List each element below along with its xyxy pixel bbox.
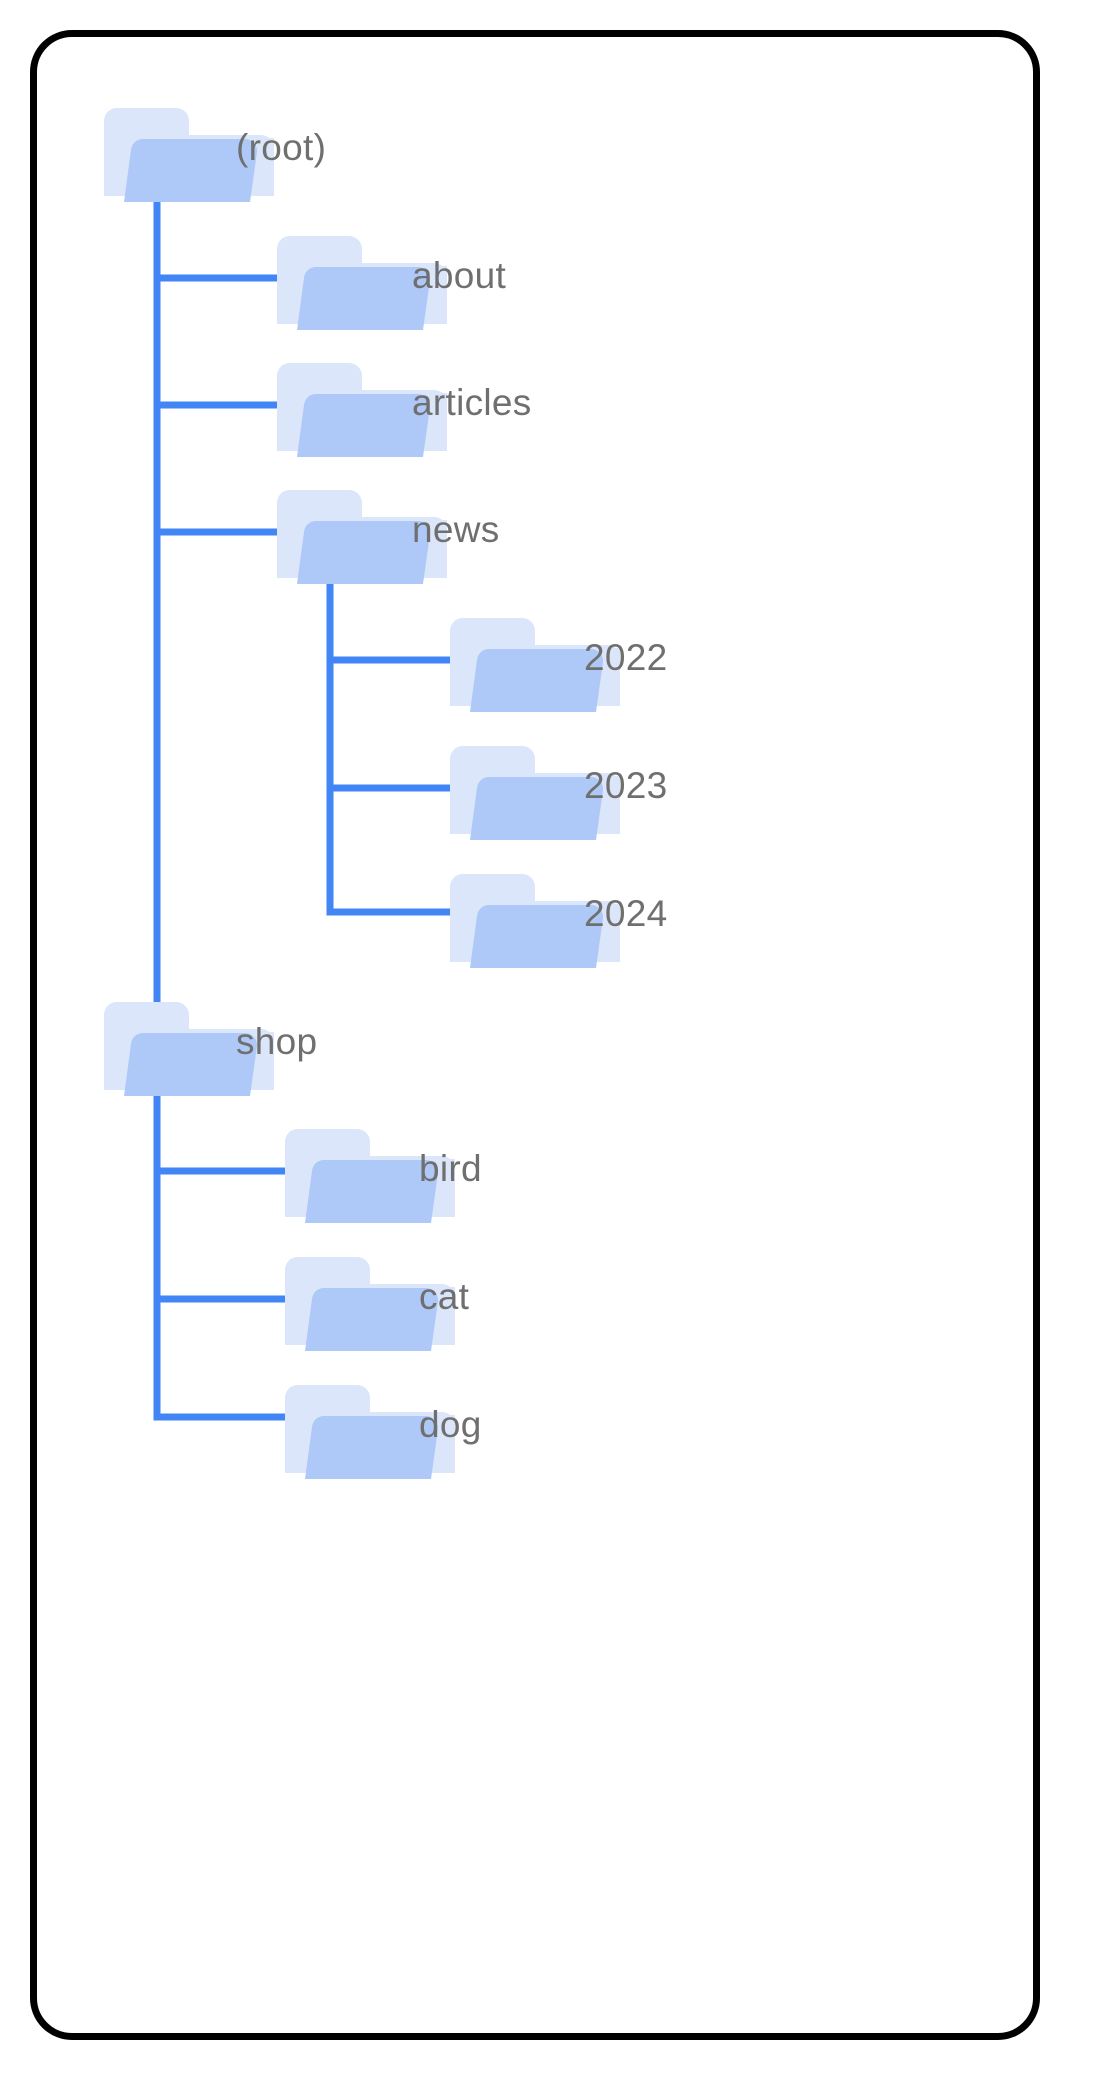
- tree-node-2022[interactable]: 2022: [449, 617, 668, 712]
- folder-icon-bird[interactable]: [284, 1128, 455, 1223]
- node-label-articles: articles: [412, 382, 532, 423]
- folder-front-flap: [124, 1032, 258, 1096]
- folder-front-flap: [470, 648, 604, 712]
- folder-front-flap: [305, 1159, 439, 1223]
- folder-icon-dog[interactable]: [284, 1384, 455, 1479]
- folder-icon-news[interactable]: [276, 489, 447, 584]
- node-label-news: news: [412, 509, 500, 550]
- tree-edge-shop-to-dog: [153, 1074, 287, 1421]
- node-label-about: about: [412, 255, 507, 296]
- tree-node-2024[interactable]: 2024: [449, 873, 668, 968]
- node-label-dog: dog: [419, 1404, 482, 1445]
- tree-edge-root-to-articles: [153, 180, 279, 409]
- folder-icon-about[interactable]: [276, 235, 447, 330]
- folder-front-flap: [124, 138, 258, 202]
- folder-front-flap: [305, 1287, 439, 1351]
- folder-front-flap: [297, 266, 431, 330]
- node-label-2024: 2024: [584, 893, 668, 934]
- folder-icon-shop[interactable]: [103, 1001, 275, 1096]
- folder-front-flap: [297, 520, 431, 584]
- node-label-shop: shop: [236, 1021, 317, 1062]
- tree-node-news[interactable]: news: [276, 489, 500, 584]
- nodes-layer: (root) about articles news 2022 2023 2024 shop b…: [103, 107, 668, 1479]
- node-label-root: (root): [236, 127, 326, 168]
- tree-node-bird[interactable]: bird: [284, 1128, 482, 1223]
- tree-edge-news-to-2023: [326, 560, 452, 792]
- node-label-2023: 2023: [584, 765, 668, 806]
- tree-node-dog[interactable]: dog: [284, 1384, 482, 1479]
- node-label-bird: bird: [419, 1148, 482, 1189]
- edges-layer: [153, 180, 452, 1421]
- tree-edge-news-to-2024: [326, 560, 452, 916]
- folder-front-flap: [305, 1415, 439, 1479]
- tree-node-2023[interactable]: 2023: [449, 745, 668, 840]
- folder-icon-root[interactable]: [103, 107, 275, 202]
- folder-icon-2022[interactable]: [449, 617, 620, 712]
- tree-node-cat[interactable]: cat: [284, 1256, 470, 1351]
- folder-icon-2024[interactable]: [449, 873, 620, 968]
- folder-icon-cat[interactable]: [284, 1256, 455, 1351]
- folder-front-flap: [470, 776, 604, 840]
- folder-icon-2023[interactable]: [449, 745, 620, 840]
- folder-front-flap: [297, 393, 431, 457]
- folder-front-flap: [470, 904, 604, 968]
- node-label-2022: 2022: [584, 637, 668, 678]
- node-label-cat: cat: [419, 1276, 470, 1317]
- tree-node-about[interactable]: about: [276, 235, 507, 330]
- folder-icon-articles[interactable]: [276, 362, 447, 457]
- tree-node-articles[interactable]: articles: [276, 362, 532, 457]
- tree-edge-shop-to-cat: [153, 1074, 287, 1303]
- tree-node-root[interactable]: (root): [103, 107, 326, 202]
- tree-edge-root-to-news: [153, 180, 279, 536]
- tree-node-shop[interactable]: shop: [103, 1001, 317, 1096]
